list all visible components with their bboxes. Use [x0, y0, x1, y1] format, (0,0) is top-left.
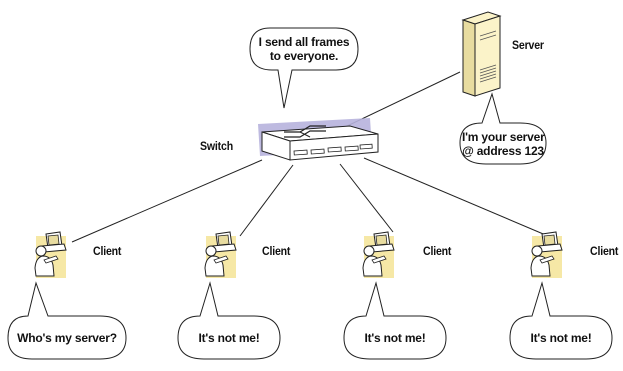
client-bubble-text-4: It's not me! [530, 331, 592, 345]
link-switch-client2 [239, 164, 294, 237]
client-bubble-2 [177, 281, 281, 360]
link-switch-client3 [339, 163, 394, 233]
speech-bubbles [7, 27, 613, 360]
client-label-1: Client [93, 244, 122, 258]
switch-label: Switch [200, 139, 233, 153]
client-bubble-text-1: Who's my server? [17, 331, 117, 345]
link-switch-client4 [363, 157, 549, 237]
switch-bubble-text: I send all frames to everyone. [252, 35, 356, 63]
client-bubble-3 [343, 281, 447, 360]
server-bubble-text: I'm your server @ address 123 [462, 130, 545, 158]
client-icon-1 [34, 231, 67, 278]
client-icon-3 [362, 231, 395, 278]
server-bubble [459, 92, 547, 165]
server-bubble-line1: I'm your server [462, 130, 545, 144]
client-icon-2 [204, 231, 237, 278]
client-bubble-1 [7, 281, 127, 360]
client-bubble-4 [509, 281, 613, 360]
connection-lines [71, 71, 549, 243]
switch-bubble-line2: to everyone. [269, 49, 339, 63]
server-label: Server [512, 38, 544, 52]
link-switch-client1 [71, 159, 263, 243]
switch-icon [258, 118, 379, 161]
link-switch-server [344, 71, 461, 128]
client-icon-4 [530, 231, 563, 278]
client-label-3: Client [423, 244, 452, 258]
server-bubble-line2: @ address 123 [462, 144, 544, 158]
client-bubble-text-3: It's not me! [364, 331, 426, 345]
client-label-4: Client [590, 244, 619, 258]
server-icon [461, 11, 502, 97]
switch-bubble-line1: I send all frames [258, 35, 350, 49]
client-label-2: Client [262, 244, 291, 258]
client-bubble-text-2: It's not me! [198, 331, 260, 345]
switch-bubble [249, 27, 359, 109]
